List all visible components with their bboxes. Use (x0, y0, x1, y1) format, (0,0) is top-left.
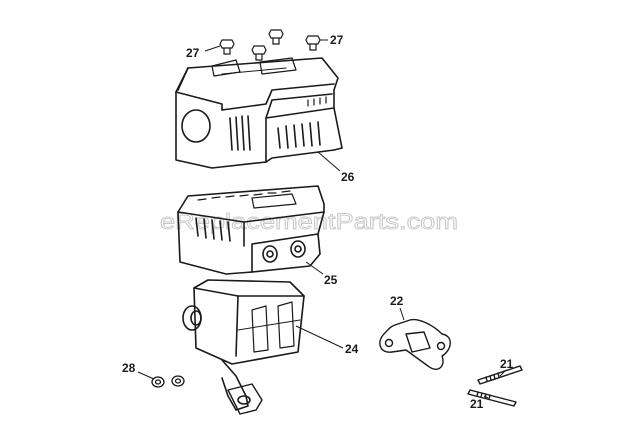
leader-27-left (204, 45, 221, 52)
callout-25[interactable]: 25 (324, 273, 338, 287)
callout-27-left[interactable]: 27 (186, 46, 200, 60)
watermark: eReplacementParts.com (160, 209, 458, 234)
leader-25 (305, 261, 324, 275)
callout-24[interactable]: 24 (345, 342, 359, 356)
leader-21-lower (483, 395, 489, 399)
callout-28[interactable]: 28 (122, 361, 136, 375)
leader-22 (399, 307, 405, 321)
heat-shield-26[interactable] (175, 57, 343, 169)
leader-26 (317, 151, 341, 172)
leader-21-upper (499, 369, 507, 377)
stud-21-lower[interactable] (467, 389, 517, 407)
callout-27-right[interactable]: 27 (330, 33, 344, 47)
leader-24 (295, 325, 344, 349)
muffler-24[interactable] (182, 279, 305, 415)
callout-26[interactable]: 26 (341, 170, 355, 184)
callout-21-lower[interactable]: 21 (470, 397, 484, 411)
nuts-28[interactable] (151, 375, 185, 388)
gasket-22[interactable] (379, 318, 451, 370)
callout-21-upper[interactable]: 21 (500, 357, 514, 371)
bolt-27-center[interactable] (251, 45, 267, 61)
bolt-27-right[interactable] (305, 35, 321, 51)
leader-28 (137, 371, 155, 380)
muffler-cover-25[interactable] (177, 185, 325, 275)
bolt-27-left[interactable] (219, 39, 235, 55)
callout-22[interactable]: 22 (390, 294, 404, 308)
bolt-27-top[interactable] (268, 29, 284, 45)
